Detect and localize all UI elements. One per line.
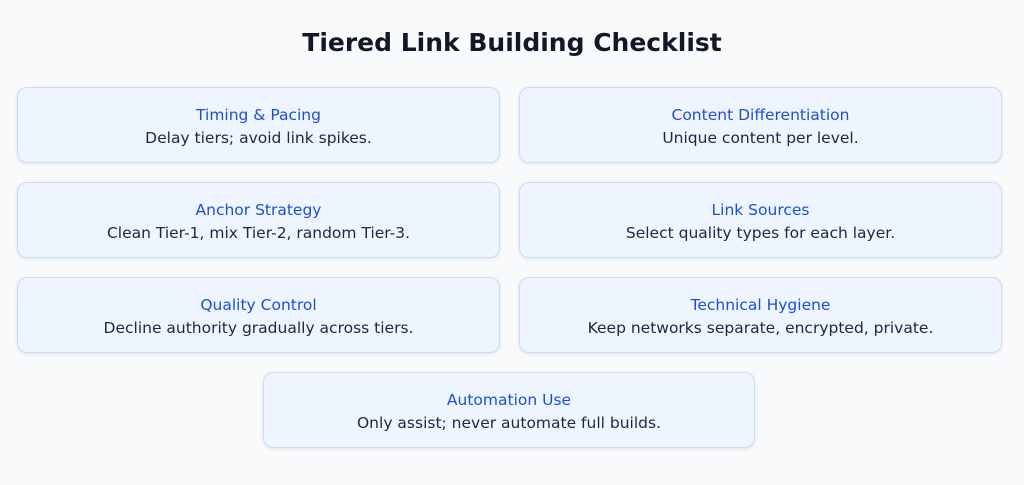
card-link-sources: Link Sources Select quality types for ea…	[519, 182, 1002, 258]
card-anchor-strategy: Anchor Strategy Clean Tier-1, mix Tier-2…	[17, 182, 500, 258]
card-heading: Anchor Strategy	[195, 201, 322, 219]
card-technical-hygiene: Technical Hygiene Keep networks separate…	[519, 277, 1002, 353]
card-heading: Timing & Pacing	[196, 106, 321, 124]
card-heading: Automation Use	[446, 391, 572, 409]
card-description: Clean Tier-1, mix Tier-2, random Tier-3.	[106, 224, 411, 242]
card-description: Only assist; never automate full builds.	[356, 414, 661, 432]
card-description: Keep networks separate, encrypted, priva…	[587, 319, 934, 337]
card-heading: Quality Control	[200, 296, 317, 314]
card-content-differentiation: Content Differentiation Unique content p…	[519, 87, 1002, 163]
card-heading: Link Sources	[711, 201, 810, 219]
card-description: Unique content per level.	[662, 129, 859, 147]
card-heading: Technical Hygiene	[690, 296, 831, 314]
card-description: Delay tiers; avoid link spikes.	[145, 129, 372, 147]
card-description: Select quality types for each layer.	[625, 224, 896, 242]
card-description: Decline authority gradually across tiers…	[103, 319, 414, 337]
card-automation-use: Automation Use Only assist; never automa…	[263, 372, 755, 448]
card-timing-pacing: Timing & Pacing Delay tiers; avoid link …	[17, 87, 500, 163]
page-title: Tiered Link Building Checklist	[302, 28, 722, 57]
card-quality-control: Quality Control Decline authority gradua…	[17, 277, 500, 353]
card-heading: Content Differentiation	[671, 106, 850, 124]
